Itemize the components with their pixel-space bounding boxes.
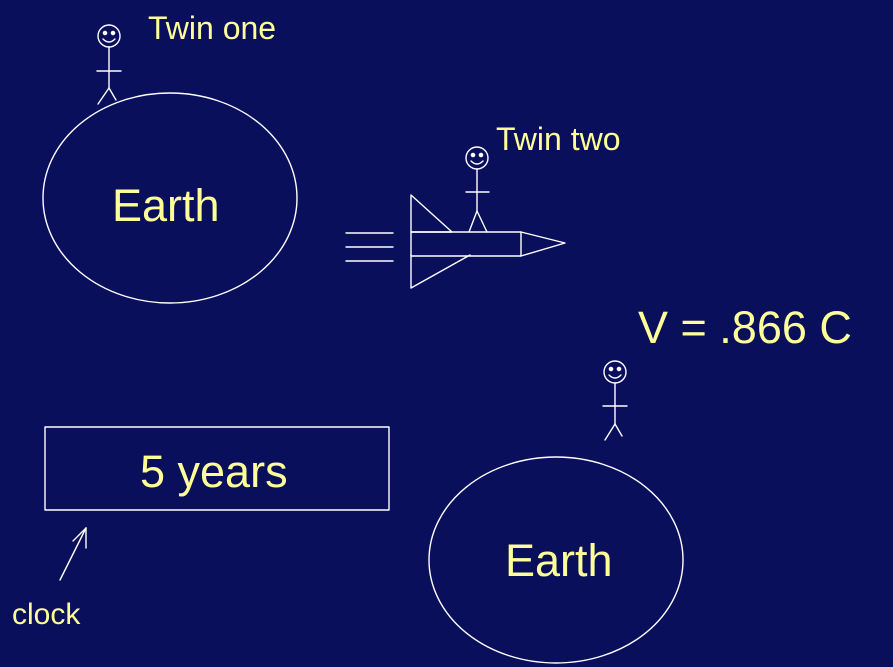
earth-bottom-figure: [602, 360, 628, 441]
twin-one-right-leg: [108, 87, 117, 101]
motion-lines: [345, 232, 394, 262]
clock-label: clock: [12, 598, 81, 631]
earth-bottom-figure-right-eye: [616, 366, 622, 372]
twin-one-label: Twin one: [148, 10, 277, 46]
twin-one-right-eye: [110, 30, 116, 36]
twin-one-left-eye: [102, 30, 108, 36]
earth-bottom-circle: [428, 456, 684, 664]
twin-two-left-leg: [468, 210, 478, 233]
twin-two-head: [465, 146, 489, 170]
twin-two-smile: [470, 160, 484, 165]
earth-bottom-figure-head: [603, 360, 627, 384]
rocket: [410, 194, 566, 289]
rocket-upper-fin: [410, 194, 453, 233]
twin-two-right-eye: [478, 152, 484, 158]
earth-bottom-figure-right-leg: [614, 423, 623, 437]
twin-two-figure: [465, 146, 490, 233]
twin-one-left-leg: [97, 87, 110, 105]
earth-bottom-figure-left-eye: [608, 366, 614, 372]
velocity-label: V = .866 C: [638, 302, 852, 353]
rocket-lower-fin: [410, 254, 471, 289]
clock-arrow: [59, 527, 87, 581]
earth-bottom-label: Earth: [505, 535, 613, 586]
twin-one-figure: [96, 24, 122, 105]
clock-box: [44, 426, 390, 511]
rocket-body: [410, 231, 566, 257]
twin-two-left-eye: [470, 152, 476, 158]
twin-one-head: [97, 24, 121, 48]
clock-value: 5 years: [140, 446, 288, 497]
earth-bottom-figure-smile: [608, 374, 622, 379]
earth-top-label: Earth: [112, 180, 220, 231]
earth-bottom-figure-left-leg: [604, 423, 616, 441]
twin-two-right-leg: [476, 210, 488, 233]
twin-two-label: Twin two: [496, 121, 621, 157]
twin-one-smile: [102, 38, 116, 43]
earth-top-circle: [42, 92, 298, 304]
